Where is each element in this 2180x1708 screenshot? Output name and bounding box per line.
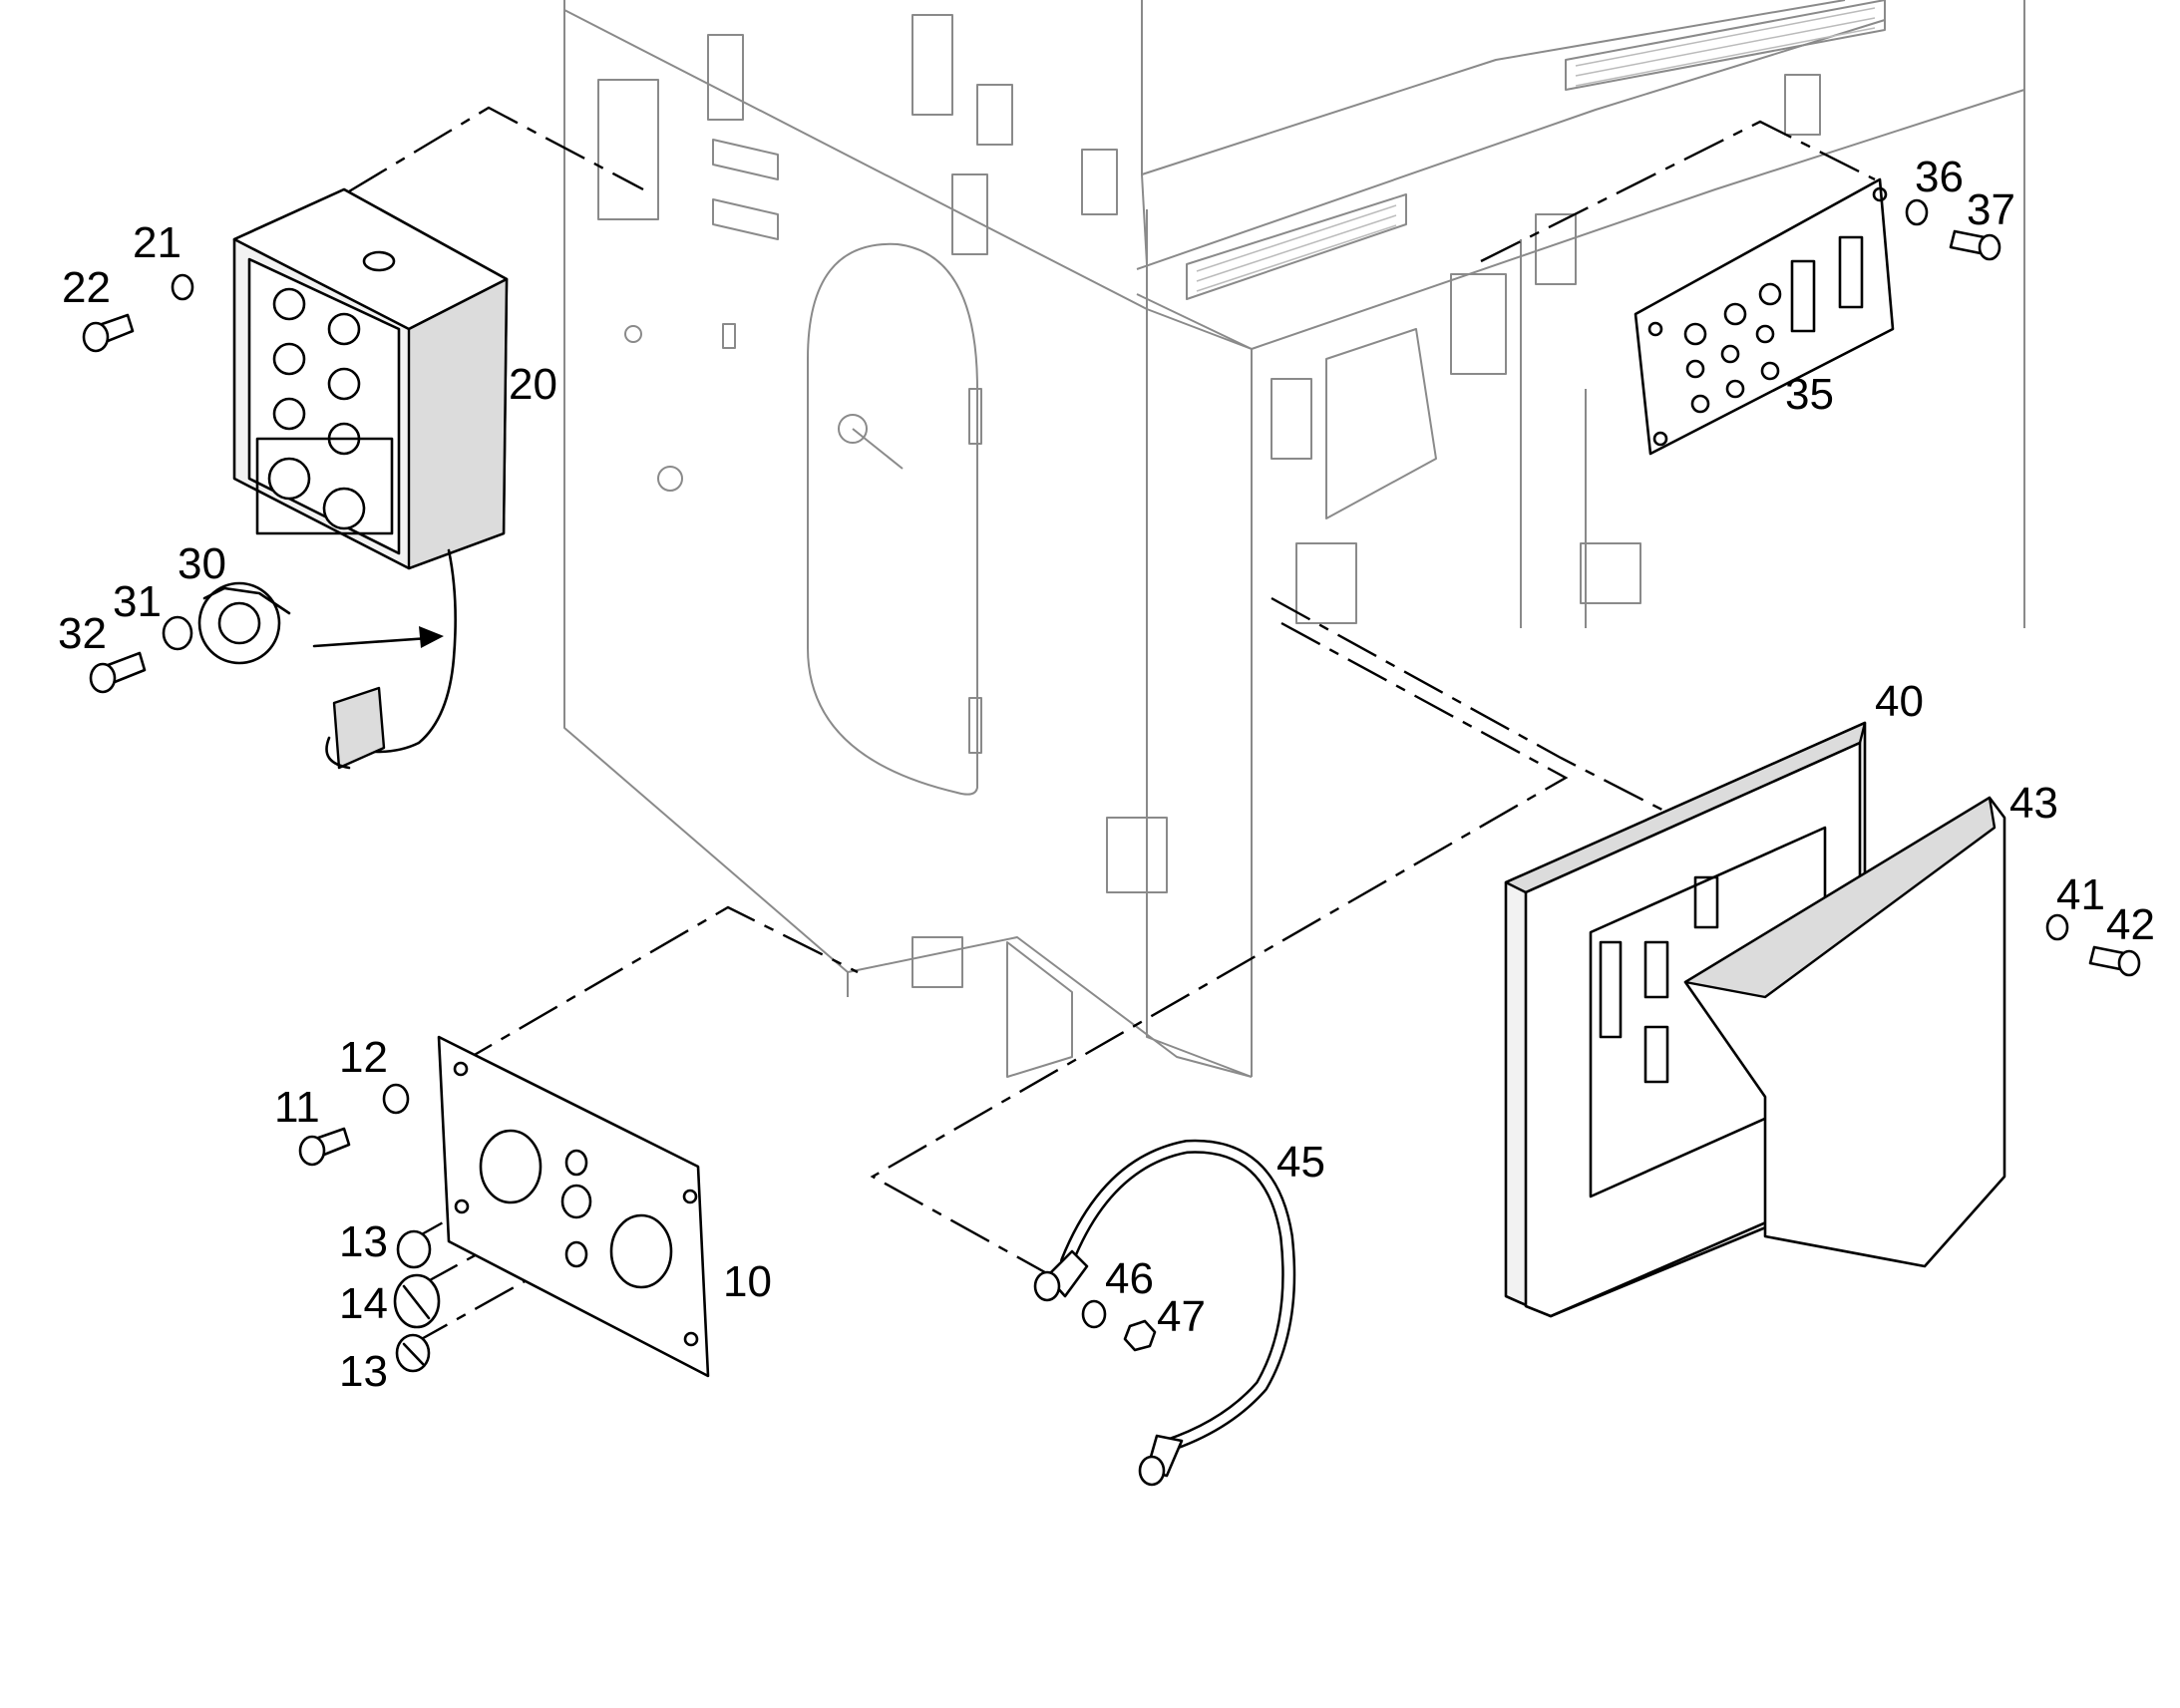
screw-icon — [82, 313, 135, 353]
cable-connector — [325, 686, 386, 770]
screw-icon — [89, 651, 147, 694]
callout-label: 42 — [2106, 900, 2155, 949]
plugs-parts-13-14 — [393, 1229, 441, 1373]
ground-cable-part-45 — [1033, 1139, 1296, 1487]
washer-icon — [171, 273, 194, 301]
control-box-part-20 — [232, 187, 509, 570]
access-door-outline — [807, 242, 982, 796]
callout-label: 37 — [1967, 185, 2015, 234]
mounting-plate-part-10 — [437, 1035, 710, 1378]
callout-label: 30 — [178, 539, 226, 588]
callout-label: 14 — [339, 1279, 388, 1328]
plug-icon — [396, 1229, 432, 1269]
nut-icon — [1123, 1319, 1157, 1352]
callout-label: 40 — [1875, 677, 1924, 726]
callout-label: 45 — [1276, 1138, 1325, 1187]
callout-label: 22 — [62, 263, 111, 312]
fasteners — [82, 198, 2141, 1352]
callout-label: 43 — [2009, 779, 2058, 828]
grommet-arrow — [312, 626, 444, 648]
callout-label: 35 — [1785, 370, 1834, 419]
part-callouts: 10 11 12 13 13 14 20 21 22 30 31 32 35 3… — [58, 153, 2155, 1396]
enclosure-cover-part-43 — [1683, 796, 2006, 1268]
callout-label: 36 — [1915, 153, 1964, 201]
screw-icon — [1949, 229, 2001, 261]
callout-label: 47 — [1157, 1292, 1206, 1341]
callout-label: 13 — [339, 1347, 388, 1396]
washer-icon — [1081, 1299, 1107, 1329]
washer-icon — [382, 1083, 410, 1115]
washer-icon — [2045, 913, 2069, 941]
washer-icon — [1905, 198, 1929, 226]
callout-label: 12 — [339, 1033, 388, 1082]
machine-housing — [563, 0, 2025, 1078]
callout-label: 20 — [509, 360, 557, 409]
washer-icon — [162, 615, 193, 651]
callout-label: 11 — [274, 1083, 320, 1132]
grommet-part-30 — [197, 581, 291, 665]
callout-label: 21 — [133, 218, 182, 267]
callout-label: 46 — [1105, 1254, 1154, 1303]
callout-label: 10 — [723, 1257, 772, 1306]
screw-icon — [298, 1127, 351, 1167]
control-box-cable — [342, 548, 457, 754]
top-vent-grille — [1186, 0, 1886, 300]
connector-panel-part-35 — [1634, 177, 1895, 456]
callout-label: 32 — [58, 609, 107, 658]
callout-label: 41 — [2056, 870, 2105, 919]
screw-icon — [2088, 945, 2141, 977]
callout-label: 13 — [339, 1217, 388, 1266]
callout-label: 31 — [113, 577, 162, 626]
